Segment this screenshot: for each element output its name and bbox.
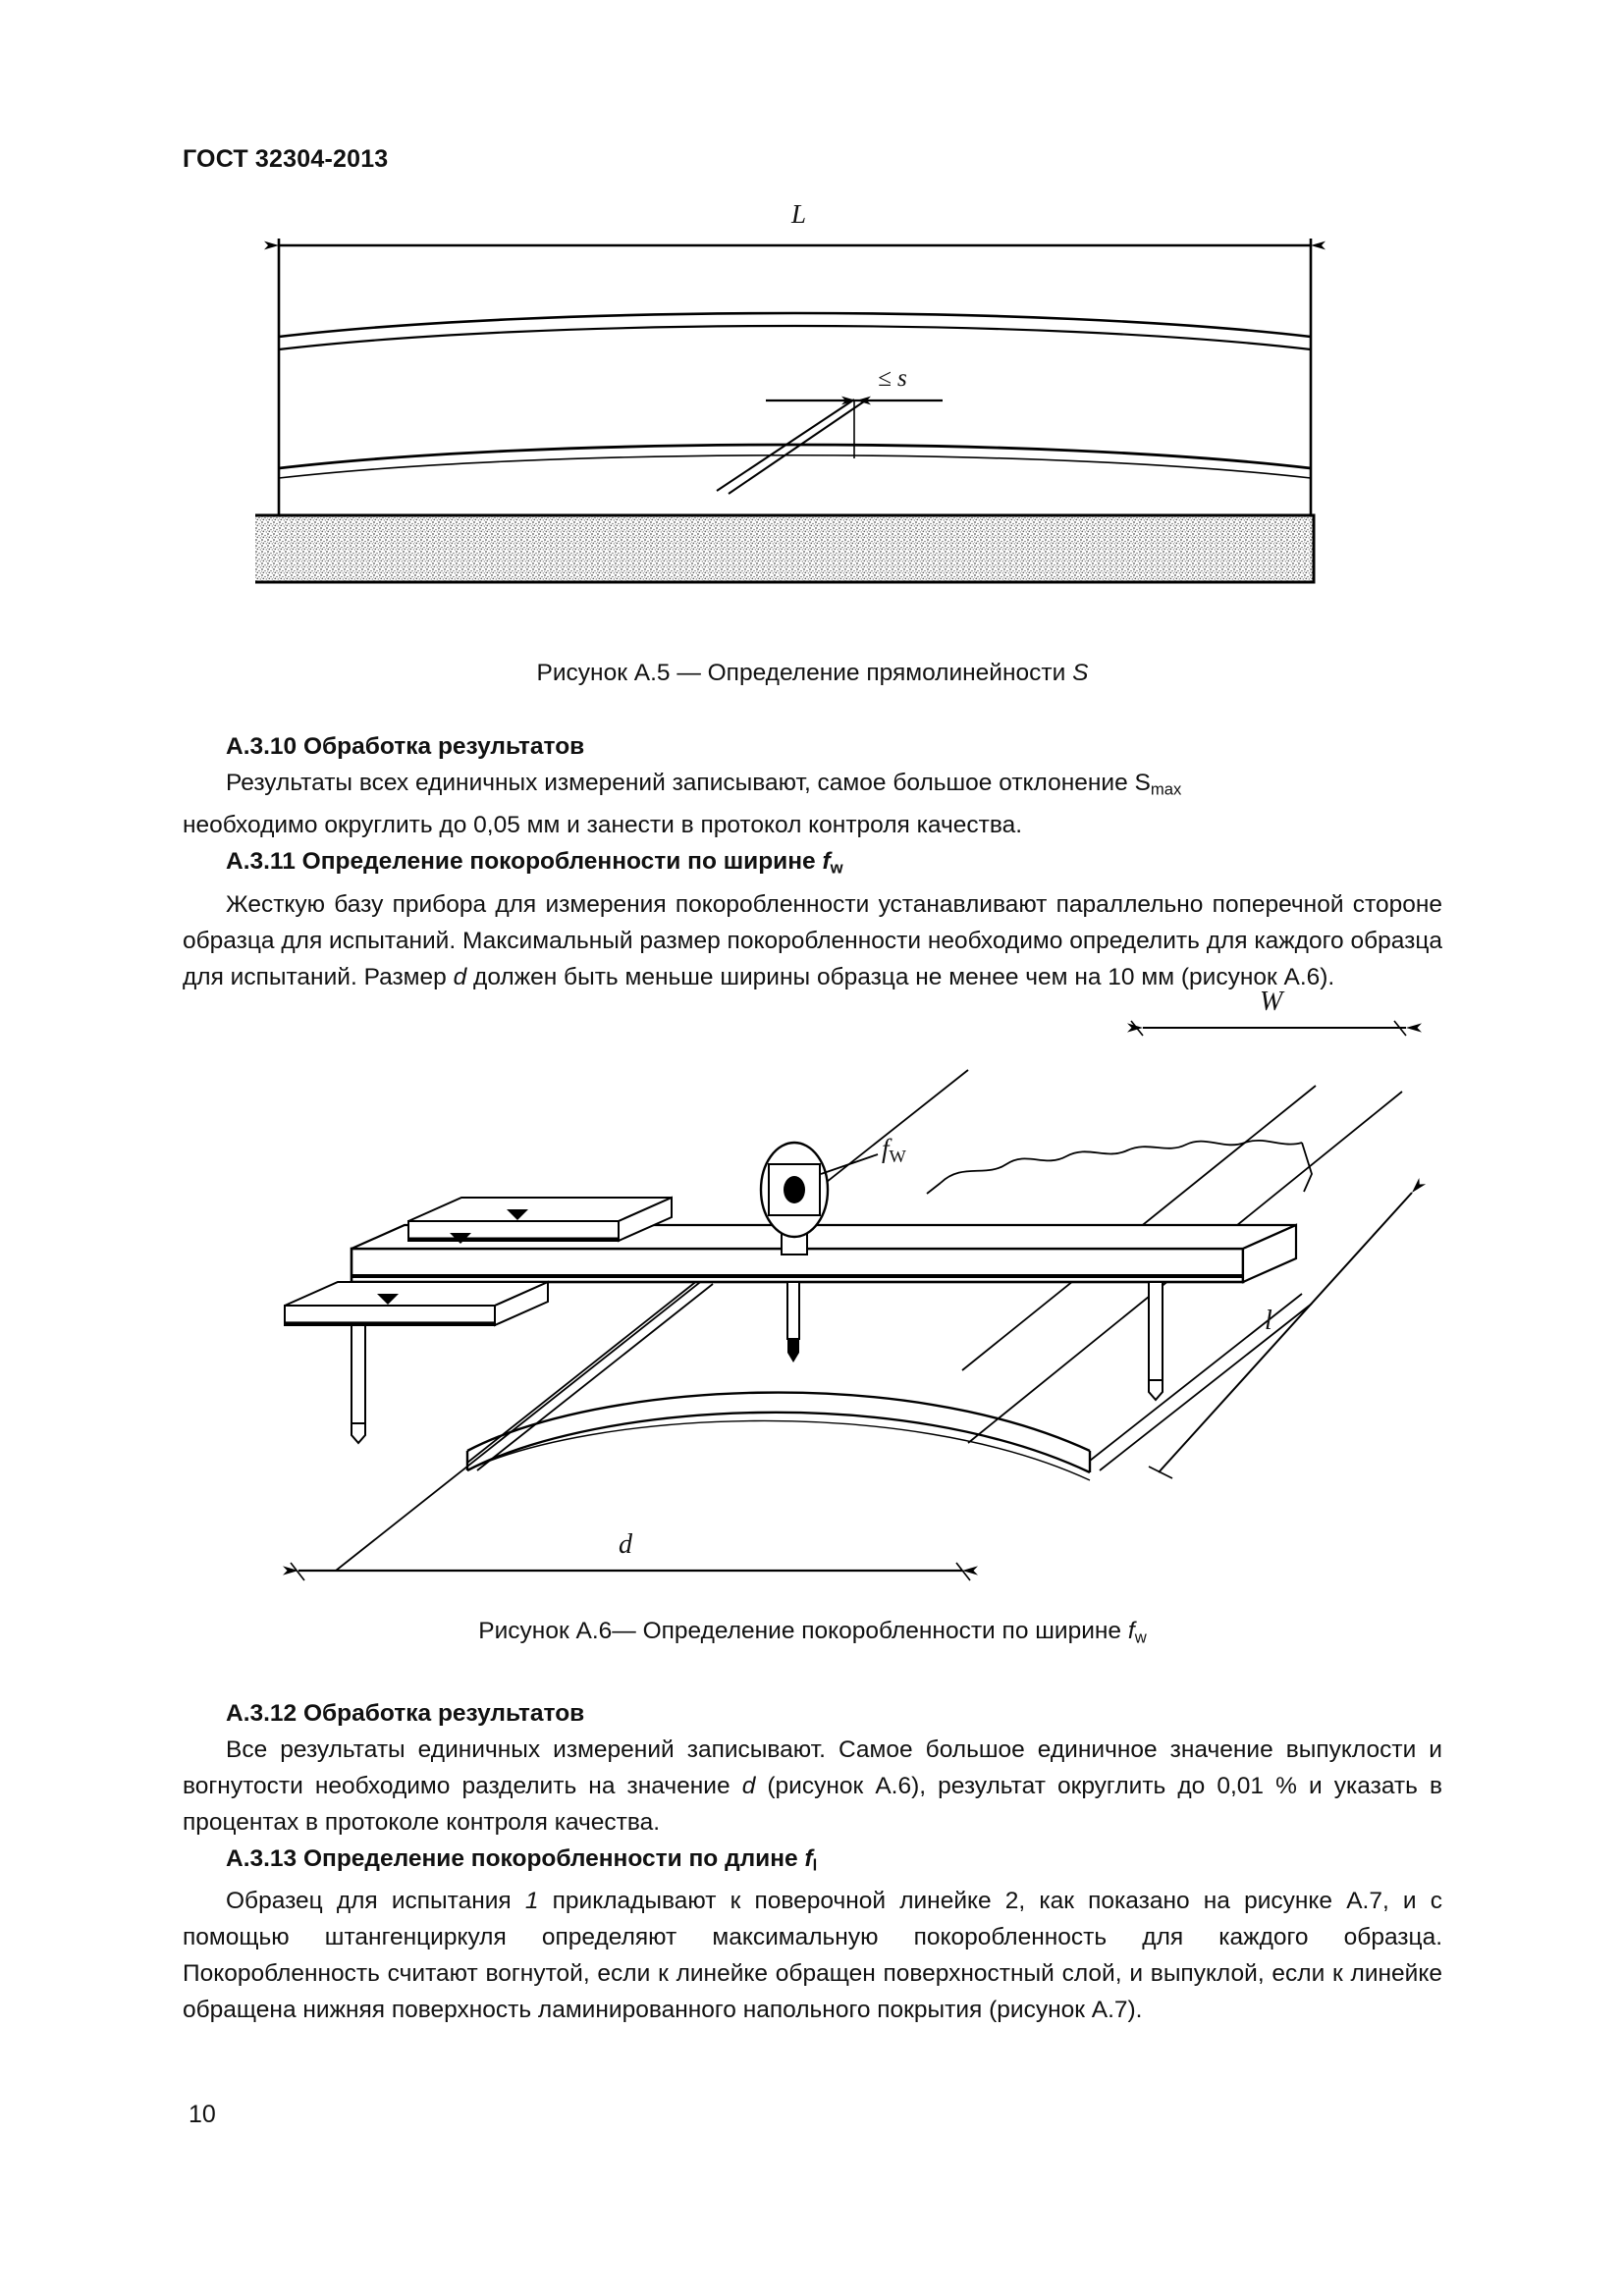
paragraph-a312-part2: (рисунок А.6), результат округлить до 0,… — [183, 1773, 1442, 1836]
heading-a312: A.3.12 Обработка результатов — [226, 1700, 585, 1727]
page-number: 10 — [189, 2101, 216, 2128]
figure-a5-caption-symbol: S — [1072, 660, 1089, 686]
paragraph-a310-line1-text: Результаты всех единичных измерений запи… — [226, 770, 1151, 796]
paragraph-a310-line2: необходимо округлить до 0,05 мм и занест… — [183, 812, 1023, 839]
figure-a6-width-warp-diagram: W fW l d — [275, 982, 1434, 1590]
paragraph-a310-subscript-max: max — [1150, 779, 1182, 799]
heading-a311-text: A.3.11 Определение покоробленности по ши… — [226, 848, 823, 876]
figure-a6-label-l: l — [1265, 1306, 1272, 1336]
paragraph-a313: Образец для испытания 1 прикладывают к п… — [183, 1883, 1442, 2028]
text-block-a310-a311: A.3.10 Обработка результатов Результаты … — [183, 728, 1442, 995]
heading-a313-symbol: f — [804, 1845, 813, 1872]
figure-a6-label-W: W — [1260, 987, 1283, 1017]
figure-a5-label-max-deviation: ≤ s — [878, 365, 907, 392]
figure-a5-caption-text: Рисунок А.5 — Определение прямолинейност… — [536, 660, 1073, 686]
figure-a6-caption: Рисунок А.6— Определение покоробленности… — [183, 1618, 1442, 1647]
heading-a311: A.3.11 Определение покоробленности по ши… — [183, 843, 1442, 885]
figure-a6-label-fw: fW — [882, 1134, 906, 1167]
heading-a313: A.3.13 Определение покоробленности по дл… — [183, 1841, 1442, 1883]
figure-a5-caption: Рисунок А.5 — Определение прямолинейност… — [183, 660, 1442, 687]
paragraph-a313-sample-number: 1 — [524, 1888, 539, 1915]
figure-a5-straightness-diagram: L ≤ s — [255, 199, 1365, 643]
figure-a5-label-L: L — [791, 199, 807, 229]
paragraph-a311-part1: Жесткую базу прибора для измерения покор… — [183, 890, 1442, 990]
figure-a6-label-fw-subscript: W — [889, 1146, 906, 1166]
paragraph-a312-part1: Все результаты единичных измерений запис… — [183, 1736, 1442, 1799]
heading-a311-symbol: f — [822, 848, 831, 876]
paragraph-a311-symbol-d: d — [453, 963, 467, 990]
paragraph-a312: Все результаты единичных измерений запис… — [183, 1732, 1442, 1841]
paragraph-a313-part1: Образец для испытания — [226, 1888, 525, 1915]
figure-a6-caption-symbol: f — [1127, 1618, 1135, 1644]
figure-a6-caption-text: Рисунок А.6— Определение покоробленности… — [478, 1618, 1128, 1644]
text-block-a312-a313: A.3.12 Обработка результатов Все результ… — [183, 1695, 1442, 2028]
paragraph-a310-line1: Результаты всех единичных измерений запи… — [183, 765, 1442, 807]
paragraph-a311: Жесткую базу прибора для измерения покор… — [183, 886, 1442, 995]
heading-a313-symbol-subscript: l — [812, 1855, 818, 1875]
figure-a6-label-d: d — [619, 1529, 632, 1560]
heading-a311-symbol-subscript: w — [830, 858, 843, 878]
heading-a313-text: A.3.13 Определение покоробленности по дл… — [226, 1845, 805, 1872]
paragraph-a312-symbol-d: d — [741, 1773, 756, 1799]
figure-a6-label-fw-base: f — [882, 1134, 890, 1163]
paragraph-a311-part2: должен быть меньше ширины образца не мен… — [466, 963, 1335, 990]
heading-a310: A.3.10 Обработка результатов — [226, 733, 585, 760]
figure-a6-caption-symbol-subscript: w — [1134, 1628, 1147, 1647]
page-header-standard-number: ГОСТ 32304-2013 — [183, 145, 389, 173]
paragraph-a313-part2: прикладывают к поверочной линейке 2, как… — [183, 1888, 1443, 2024]
